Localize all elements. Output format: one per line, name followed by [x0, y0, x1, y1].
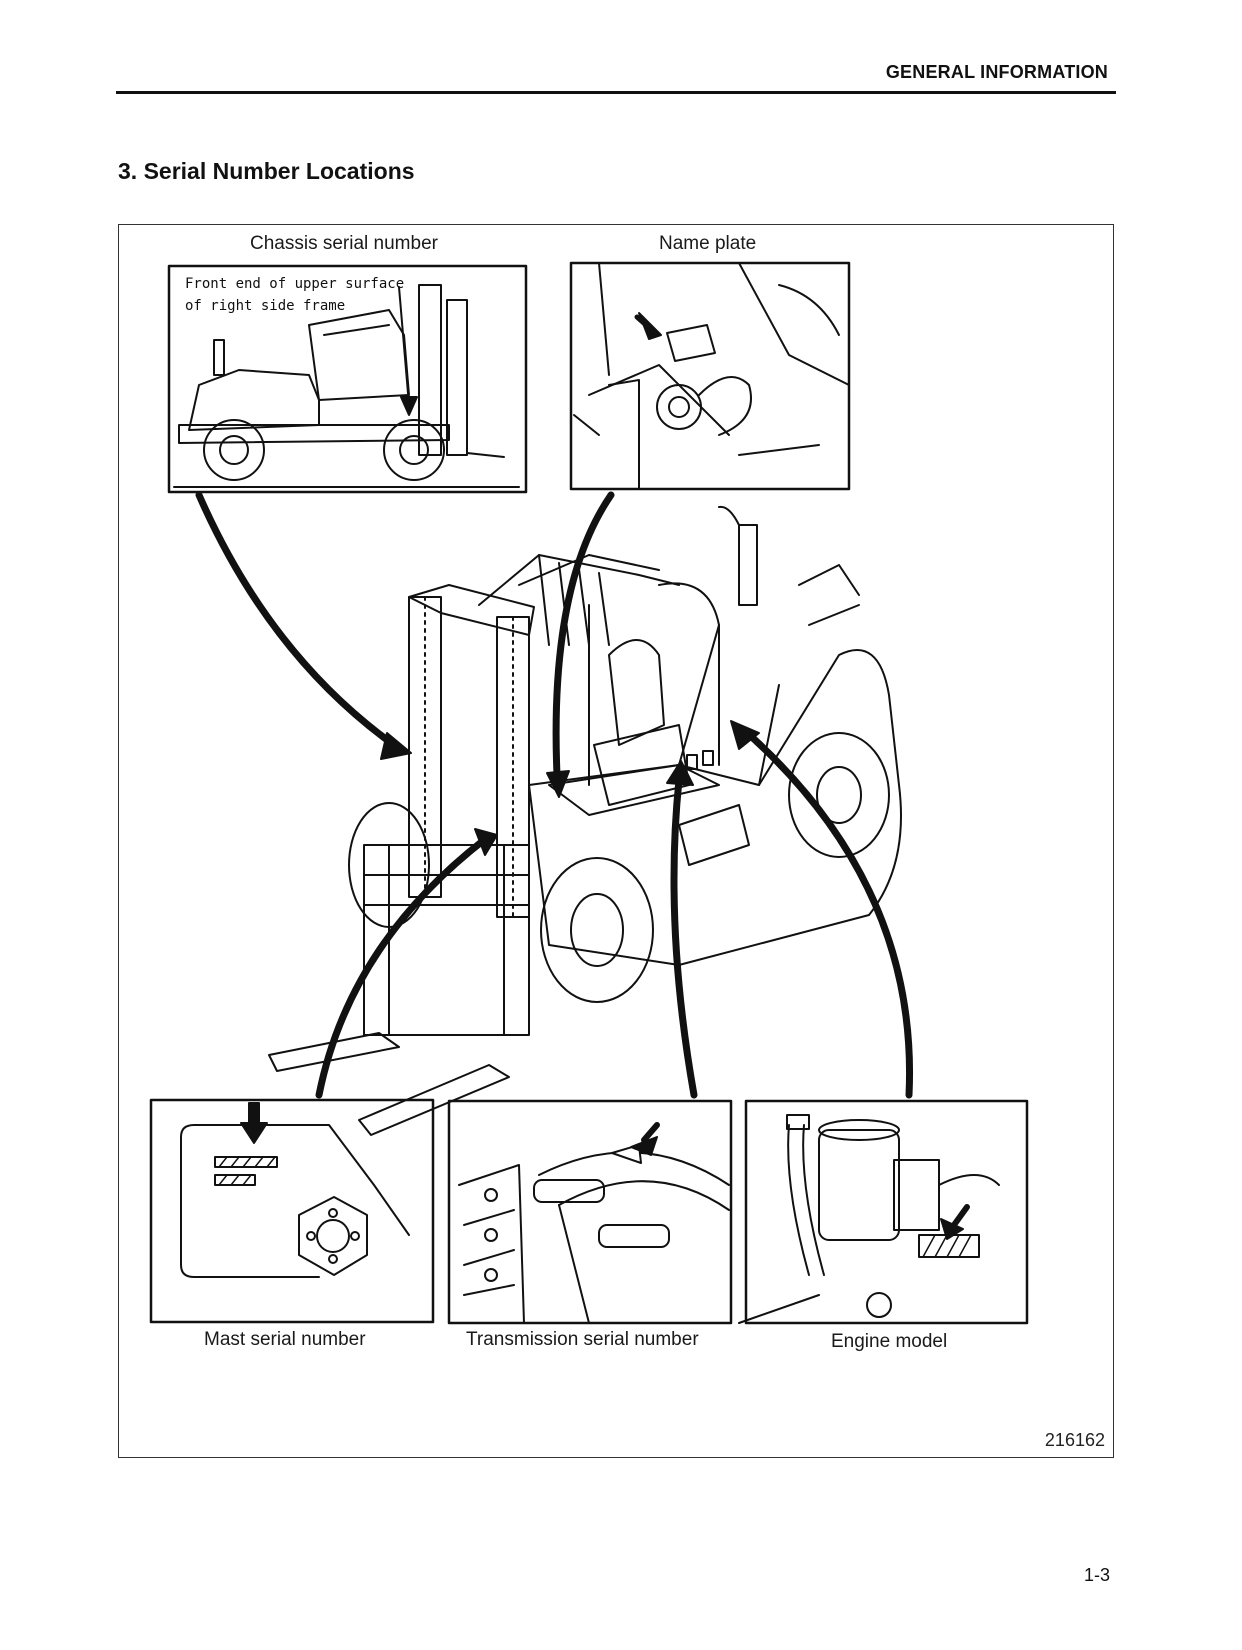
transmission-serial-caption: Transmission serial number — [466, 1329, 699, 1350]
engine-model-caption: Engine model — [831, 1331, 948, 1352]
forklift-drawing — [268, 505, 902, 1136]
mast-serial-caption: Mast serial number — [204, 1329, 366, 1350]
chassis-inset — [167, 264, 528, 494]
engine-inset — [738, 1099, 1029, 1325]
page-number: 1-3 — [1083, 1565, 1110, 1585]
figure-illustration — [149, 261, 1029, 1325]
section-title: 3. Serial Number Locations — [118, 158, 415, 184]
serial-number-figure: Chassis serial number Name plate Front e… — [118, 224, 1114, 1458]
chassis-location-note: Front end of upper surface of right side… — [185, 273, 404, 317]
chassis-note-line-1: Front end of upper surface — [185, 276, 405, 292]
chassis-note-line-2: of right side frame — [185, 298, 346, 314]
transmission-inset — [447, 1099, 733, 1325]
header-rule — [116, 91, 1116, 94]
chassis-serial-caption: Chassis serial number — [250, 233, 438, 254]
leader-arrows — [195, 491, 914, 1099]
name-plate-caption: Name plate — [659, 233, 757, 254]
page-header-label: GENERAL INFORMATION — [885, 62, 1108, 82]
mast-inset — [149, 1098, 435, 1324]
name-plate-inset — [569, 261, 851, 491]
figure-number: 216162 — [1044, 1430, 1105, 1450]
